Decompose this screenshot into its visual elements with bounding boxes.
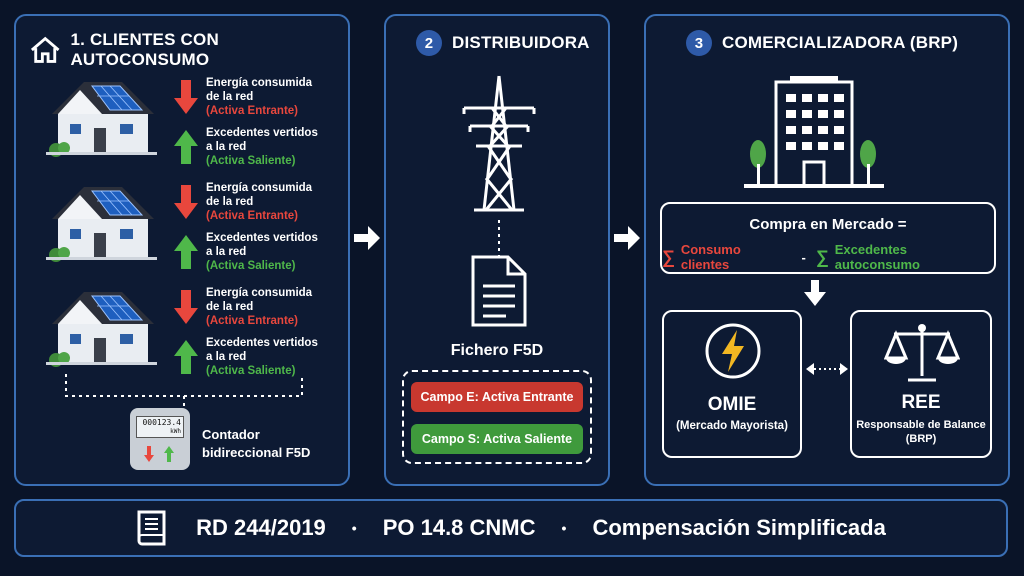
formula-term-consumo: Consumo clientes — [680, 242, 741, 272]
file-label: Fichero F5D — [450, 342, 544, 359]
excess-label: Excedentes vertidos a la red (Activa Sal… — [206, 231, 318, 273]
consumed-label: Energía consumida de la red (Activa Entr… — [206, 76, 312, 118]
panel-distribuidora: 2 DISTRIBUIDORA Fichero F5D Campo E: Act… — [384, 14, 610, 486]
footer-separator: • — [561, 520, 567, 536]
formula-minus: - — [801, 249, 806, 265]
arrow-up-green-icon — [174, 340, 198, 374]
solar-house-icon — [46, 82, 157, 157]
power-tower-icon — [462, 75, 536, 212]
office-building-icon — [744, 76, 884, 188]
consumed-label-line1: Energía consumida — [206, 182, 313, 194]
excess-label-line1: Excedentes vertidos — [206, 337, 318, 349]
arrow-up-green-icon — [174, 235, 198, 269]
excess-sub: (Activa Saliente) — [206, 365, 296, 377]
panel-comercializadora: 3 COMERCIALIZADORA (BRP) Compra en Merca… — [644, 14, 1010, 486]
step-number-badge: 2 — [416, 30, 442, 56]
panel-distribuidora-title: 2 DISTRIBUIDORA — [416, 30, 590, 56]
excess-label-line1: Excedentes vertidos — [206, 127, 318, 139]
consumed-label-line2: de la red — [206, 196, 254, 208]
ree-subtitle-line2: (BRP) — [905, 433, 937, 445]
arrow-down-red-icon — [174, 185, 198, 219]
arrow-down-red-icon — [174, 80, 198, 114]
meter-unit: kWh — [170, 428, 181, 435]
excess-label-line2: a la red — [206, 141, 247, 153]
consumed-label: Energía consumida de la red (Activa Entr… — [206, 181, 312, 223]
footer-rd: RD 244/2019 — [196, 515, 326, 540]
excess-label-line2: a la red — [206, 246, 247, 258]
consumed-sub: (Activa Entrante) — [206, 105, 299, 117]
document-icon — [471, 255, 527, 327]
ree-title: REE — [901, 392, 941, 413]
meter-label-line2: bidireccional F5D — [202, 445, 311, 460]
footer-compensacion: Compensación Simplificada — [592, 515, 886, 540]
sigma-symbol: ∑ — [815, 246, 829, 267]
arrow-down-red-icon — [174, 290, 198, 324]
client-row: Energía consumida de la red (Activa Entr… — [16, 76, 346, 181]
omie-title: OMIE — [707, 394, 757, 415]
down-arrow-icon — [804, 280, 826, 306]
panel-clientes-title: 1. CLIENTES CON AUTOCONSUMO — [30, 30, 348, 70]
client-row: Energía consumida de la red (Activa Entr… — [16, 181, 346, 286]
bidirectional-meter: 000123.4 kWh — [130, 408, 190, 470]
excess-label-line2: a la red — [206, 351, 247, 363]
meter-down-arrow-icon — [144, 446, 154, 462]
dashed-connector — [498, 220, 500, 256]
flow-arrow-icon — [614, 226, 640, 250]
ree-subtitle: Responsable de Balance (BRP) — [852, 418, 990, 446]
book-icon — [137, 510, 166, 546]
solar-house-icon — [46, 292, 157, 367]
excess-label: Excedentes vertidos a la red (Activa Sal… — [206, 336, 318, 378]
home-icon — [30, 36, 60, 63]
lightning-icon — [705, 323, 761, 379]
solar-house-icon — [46, 187, 157, 262]
panel-clientes-title-text: 1. CLIENTES CON AUTOCONSUMO — [70, 30, 219, 69]
excess-label-line1: Excedentes vertidos — [206, 232, 318, 244]
meter-label-line1: Contador — [202, 427, 260, 442]
excess-sub: (Activa Saliente) — [206, 260, 296, 272]
omie-subtitle: (Mercado Mayorista) — [676, 420, 788, 432]
balance-scale-icon — [884, 324, 960, 382]
ree-subtitle-line1: Responsable de Balance — [856, 419, 986, 431]
bidirectional-dotted-arrow-icon — [806, 363, 848, 375]
footer-po: PO 14.8 CNMC — [382, 515, 536, 540]
formula-box: Compra en Mercado = ∑ Consumo clientes -… — [660, 202, 996, 274]
excess-sub: (Activa Saliente) — [206, 155, 296, 167]
meter-label: Contador bidireccional F5D — [202, 426, 310, 462]
sigma-symbol: ∑ — [662, 246, 675, 267]
consumed-label-line1: Energía consumida — [206, 287, 313, 299]
meter-connector-line — [65, 374, 303, 418]
panel-comercializadora-title: 3 COMERCIALIZADORA (BRP) — [686, 30, 958, 56]
excess-label: Excedentes vertidos a la red (Activa Sal… — [206, 126, 318, 168]
step-number-badge: 3 — [686, 30, 712, 56]
consumed-label-line2: de la red — [206, 301, 254, 313]
field-e-badge: Campo E: Activa Entrante — [411, 382, 583, 412]
meter-up-arrow-icon — [164, 446, 174, 462]
panel-comercializadora-title-text: COMERCIALIZADORA (BRP) — [722, 33, 959, 52]
consumed-sub: (Activa Entrante) — [206, 315, 299, 327]
formula-expression: ∑ Consumo clientes - ∑ Excedentes autoco… — [662, 242, 994, 272]
ree-box: REE Responsable de Balance (BRP) — [850, 310, 992, 458]
formula-title: Compra en Mercado = — [749, 216, 907, 233]
panel-distribuidora-title-text: DISTRIBUIDORA — [452, 33, 590, 52]
field-s-badge: Campo S: Activa Saliente — [411, 424, 583, 454]
consumed-label: Energía consumida de la red (Activa Entr… — [206, 286, 312, 328]
f5d-fields-group: Campo E: Activa Entrante Campo S: Activa… — [402, 370, 592, 464]
client-row: Energía consumida de la red (Activa Entr… — [16, 286, 346, 391]
meter-display: 000123.4 kWh — [136, 416, 184, 438]
flow-arrow-icon — [354, 226, 380, 250]
arrow-up-green-icon — [174, 130, 198, 164]
omie-box: OMIE (Mercado Mayorista) — [662, 310, 802, 458]
footer-separator: • — [351, 520, 357, 536]
consumed-label-line2: de la red — [206, 91, 254, 103]
panel-clientes: 1. CLIENTES CON AUTOCONSUMO Energía cons… — [14, 14, 350, 486]
meter-reading: 000123.4 — [142, 418, 181, 427]
consumed-sub: (Activa Entrante) — [206, 210, 299, 222]
consumed-label-line1: Energía consumida — [206, 77, 313, 89]
regulation-footer: RD 244/2019 • PO 14.8 CNMC • Compensació… — [14, 499, 1008, 557]
formula-term-excedentes: Excedentes autoconsumo — [834, 242, 920, 272]
